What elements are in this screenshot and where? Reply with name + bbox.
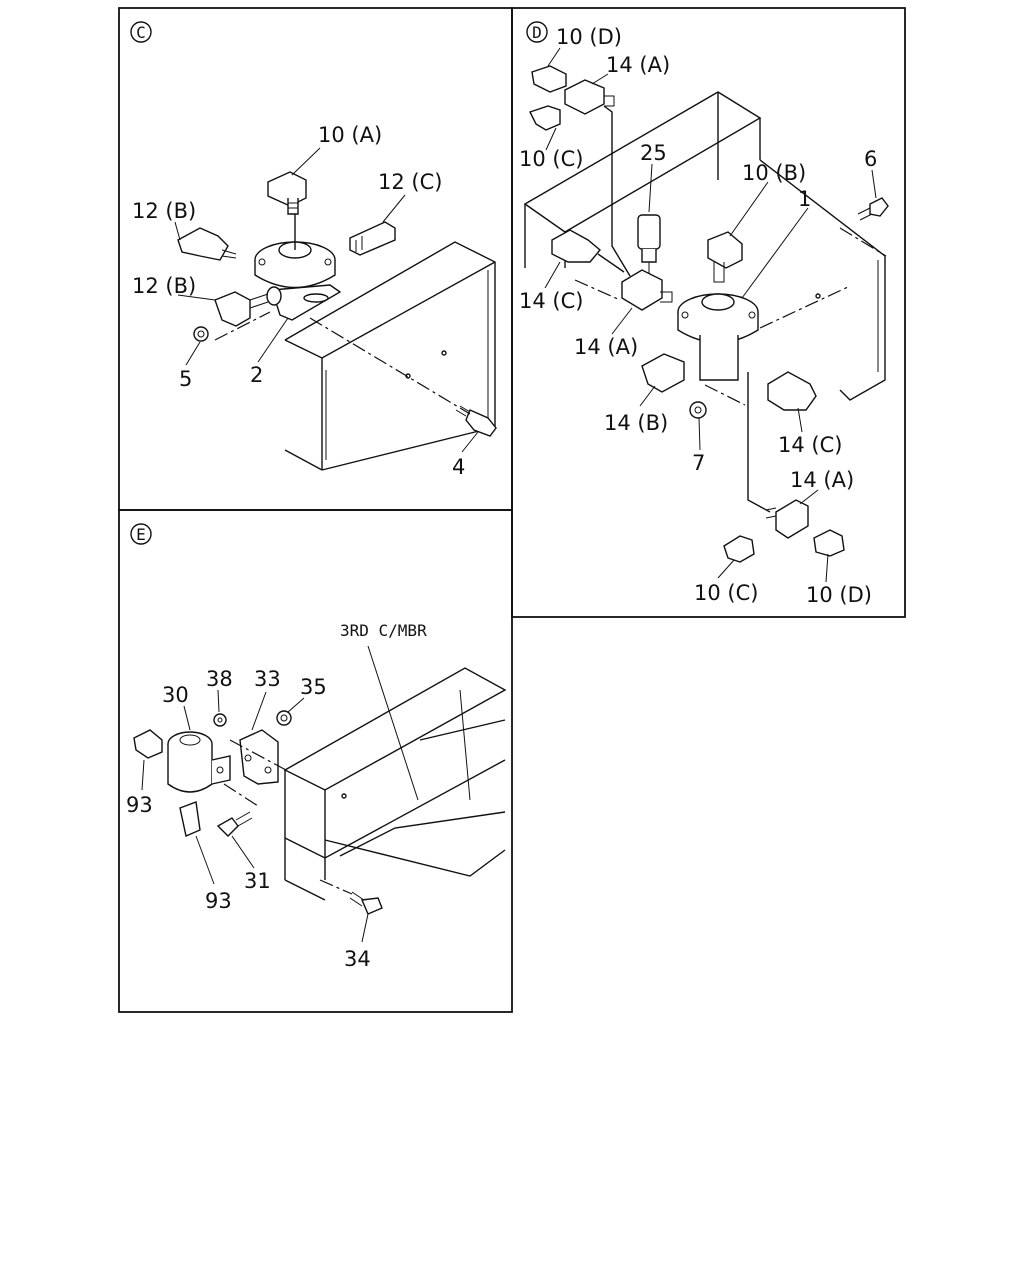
label-93-bot: 93	[205, 889, 232, 913]
leaders-d	[544, 47, 877, 583]
fitting-12b-lower	[214, 291, 269, 327]
fitting-10a-c	[267, 171, 307, 215]
panel-c-badge: C	[130, 21, 152, 43]
bolt-31	[216, 811, 253, 837]
fitting-12b-upper	[177, 227, 237, 261]
bracket-33	[239, 729, 279, 785]
label-2: 2	[250, 363, 263, 387]
label-31: 31	[244, 869, 271, 893]
label-10b: 10 (B)	[742, 161, 806, 185]
label-10c-top: 10 (C)	[519, 147, 583, 171]
fitting-12c	[349, 221, 396, 256]
label-4: 4	[452, 455, 465, 479]
label-14c-right: 14 (C)	[778, 433, 842, 457]
tank-30	[167, 731, 231, 793]
label-10a-c: 10 (A)	[318, 123, 382, 147]
fitting-10b	[707, 231, 743, 283]
label-12b-lower: 12 (B)	[132, 274, 196, 298]
sensor-25	[637, 214, 661, 282]
label-35: 35	[300, 675, 327, 699]
pipes-d	[597, 105, 771, 513]
cross-member-frame	[283, 667, 507, 901]
panel-d-badge: D	[526, 21, 548, 43]
label-1: 1	[798, 187, 811, 211]
label-12b-upper: 12 (B)	[132, 199, 196, 223]
label-30: 30	[162, 683, 189, 707]
svg-text:D: D	[532, 23, 542, 42]
fitting-10c-bot	[723, 535, 755, 563]
label-93-top: 93	[126, 793, 153, 817]
label-10d-bot: 10 (D)	[806, 583, 872, 607]
svg-text:C: C	[136, 23, 146, 42]
fitting-10c-top	[529, 105, 561, 131]
fitting-10d-top	[531, 65, 567, 93]
tee-14a-mid	[621, 269, 673, 311]
nut-35	[276, 710, 292, 726]
label-10c-bot: 10 (C)	[694, 581, 758, 605]
label-14a-top: 14 (A)	[606, 53, 670, 77]
panel-e: E	[126, 523, 507, 971]
fitting-93-top	[133, 729, 163, 759]
panel-frames	[118, 7, 906, 1013]
bolt-34	[349, 891, 383, 915]
tee-14a-bot	[765, 499, 809, 539]
valve-1	[677, 293, 759, 381]
leaders-c	[174, 147, 479, 453]
nut-7	[689, 401, 707, 419]
bolt-6	[857, 197, 889, 221]
label-33: 33	[254, 667, 281, 691]
leaders-e	[141, 645, 419, 943]
panel-c: C	[130, 21, 497, 479]
frame-rail-c	[284, 241, 496, 471]
label-6: 6	[864, 147, 877, 171]
tee-14a-top	[564, 79, 615, 115]
label-14b: 14 (B)	[604, 411, 668, 435]
label-14a-mid: 14 (A)	[574, 335, 638, 359]
bracket-2	[266, 284, 342, 321]
label-10d-top: 10 (D)	[556, 25, 622, 49]
label-7: 7	[692, 451, 705, 475]
valve-body-c	[254, 210, 336, 289]
label-14c-left: 14 (C)	[519, 289, 583, 313]
fitting-10d-bot	[813, 529, 845, 557]
bolt-4	[455, 405, 497, 437]
panel-d: D	[519, 21, 889, 607]
fitting-14c-right	[767, 371, 817, 411]
fitting-14b	[641, 353, 685, 393]
nut-5	[193, 326, 209, 342]
label-5: 5	[179, 367, 192, 391]
fitting-14c-left	[551, 229, 601, 263]
label-12c: 12 (C)	[378, 170, 442, 194]
svg-text:E: E	[136, 525, 146, 544]
label-34: 34	[344, 947, 371, 971]
label-38: 38	[206, 667, 233, 691]
washer-38	[213, 713, 227, 727]
fitting-93-bot	[179, 801, 201, 837]
label-14a-bot: 14 (A)	[790, 468, 854, 492]
label-3rd-cmbr: 3RD C/MBR	[340, 621, 427, 640]
panel-e-badge: E	[130, 523, 152, 545]
label-25: 25	[640, 141, 667, 165]
